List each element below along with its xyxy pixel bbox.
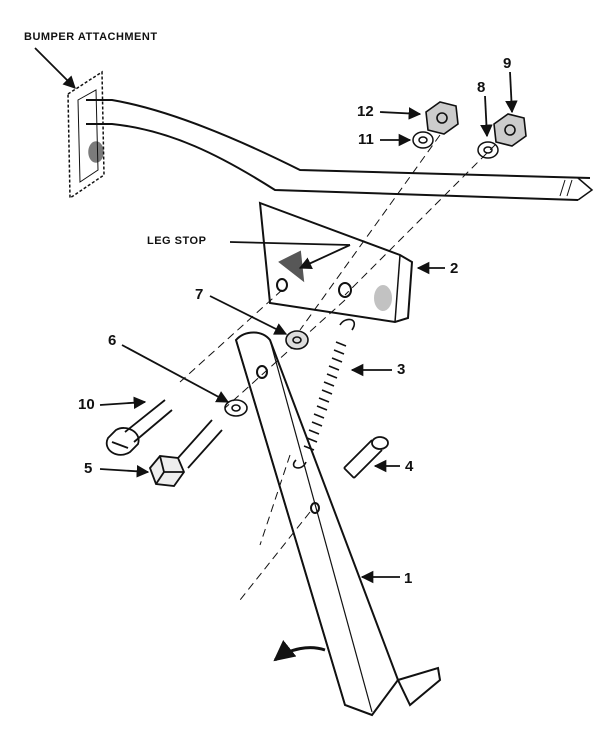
part-number-11: 11: [358, 131, 374, 148]
part-number-2: 2: [450, 260, 459, 277]
leg-stop-label: LEG STOP: [147, 235, 207, 247]
part-number-5: 5: [84, 460, 93, 477]
lock-washer-6: [224, 399, 248, 417]
part-number-10: 10: [78, 396, 95, 413]
part-number-8: 8: [477, 79, 486, 96]
bumper-bar: [86, 99, 594, 201]
spacer-7: [285, 330, 309, 350]
clevis-pin: [343, 436, 389, 479]
extension-spring: [292, 318, 356, 469]
hex-bolt: [148, 419, 223, 487]
part-number-9: 9: [503, 55, 512, 72]
washer-8: [477, 141, 499, 159]
leg-stop-bracket: [258, 201, 414, 324]
part-number-3: 3: [397, 361, 406, 378]
part-number-6: 6: [108, 332, 117, 349]
kickstand-leg: [234, 331, 442, 717]
nut-9: [493, 113, 527, 147]
part-number-7: 7: [195, 286, 204, 303]
bumper-attachment-label: BUMPER ATTACHMENT: [24, 31, 158, 43]
part-number-1: 1: [404, 570, 413, 587]
leader-arrows: [34, 47, 518, 584]
bumper-attachment-plate: [67, 70, 105, 200]
part-number-4: 4: [405, 458, 414, 475]
assembly-lines: [179, 134, 506, 601]
washer-11: [412, 131, 434, 149]
carriage-bolt: [105, 399, 173, 456]
rotation-arrow: [273, 639, 326, 662]
part-number-12: 12: [357, 103, 374, 120]
nut-12: [425, 101, 459, 135]
